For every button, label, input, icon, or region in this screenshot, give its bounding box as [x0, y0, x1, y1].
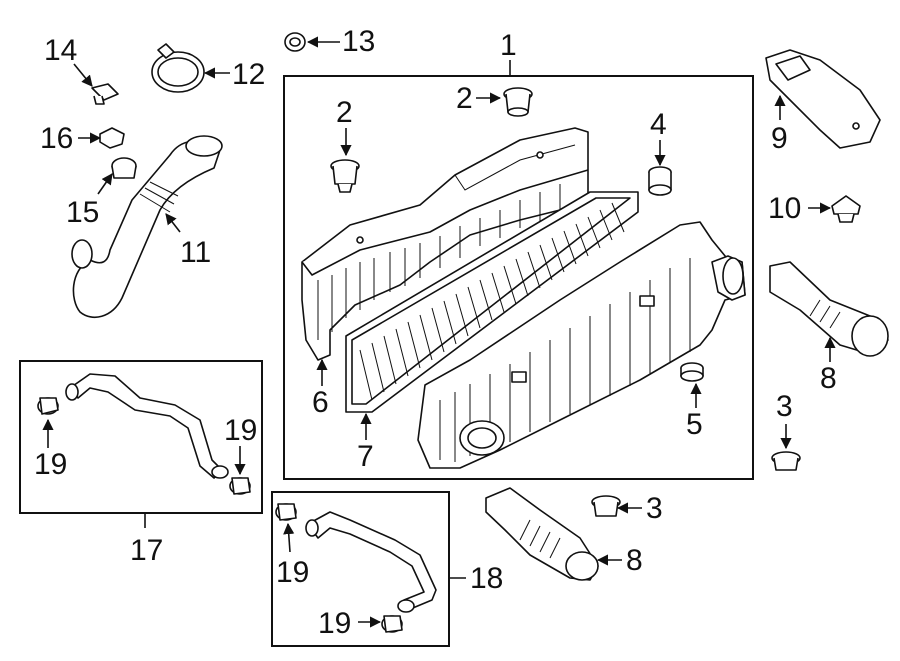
fastener-14[interactable] — [91, 83, 119, 105]
fitting-15[interactable] — [111, 157, 137, 179]
clip-16[interactable] — [99, 127, 125, 149]
callout-7: 7 — [357, 440, 374, 473]
callout-4: 4 — [650, 108, 667, 141]
callout-18: 18 — [470, 562, 503, 595]
clamp-19-b[interactable] — [229, 477, 251, 495]
callout-2-left: 2 — [336, 96, 353, 129]
hose-kit-18-frame — [271, 491, 450, 647]
fastener-3-bottom[interactable] — [591, 495, 621, 517]
callout-19-a: 19 — [34, 448, 67, 481]
air-filter-element[interactable] — [345, 191, 639, 413]
callout-10: 10 — [768, 192, 801, 225]
air-duct-11[interactable] — [71, 135, 223, 319]
callout-3-bottom: 3 — [646, 492, 663, 525]
callout-19-b: 19 — [224, 414, 257, 447]
callout-11: 11 — [180, 236, 211, 269]
callout-19-c: 19 — [276, 556, 309, 589]
grommet-5[interactable] — [680, 362, 704, 382]
callout-12: 12 — [232, 58, 265, 91]
hose-18[interactable] — [305, 511, 437, 613]
clamp-19-a[interactable] — [37, 397, 59, 415]
leader-arrows — [42, 36, 836, 628]
callout-1: 1 — [500, 29, 517, 62]
push-pin-10[interactable] — [831, 195, 861, 223]
callout-19-d: 19 — [318, 607, 351, 640]
intake-tube-8-bottom[interactable] — [485, 487, 599, 581]
air-duct-9[interactable] — [765, 49, 881, 149]
callout-8-bottom: 8 — [626, 544, 643, 577]
clamp-19-d[interactable] — [381, 615, 403, 633]
hose-kit-17-frame — [19, 360, 263, 514]
fastener-2-top[interactable] — [503, 87, 533, 117]
grommet-4[interactable] — [648, 166, 672, 196]
air-cleaner-assembly-frame — [283, 75, 754, 480]
callout-2-top: 2 — [456, 82, 473, 115]
hose-17[interactable] — [65, 373, 229, 479]
callout-16: 16 — [40, 122, 73, 155]
clamp-19-c[interactable] — [275, 503, 297, 521]
callout-3-right: 3 — [776, 390, 793, 423]
callout-14: 14 — [44, 34, 77, 67]
fastener-2-left[interactable] — [330, 159, 360, 193]
callout-13: 13 — [342, 25, 375, 58]
o-ring-13[interactable] — [284, 32, 306, 52]
callout-9: 9 — [771, 122, 788, 155]
callout-6: 6 — [312, 386, 329, 419]
fastener-3-right[interactable] — [771, 451, 801, 471]
callout-5: 5 — [686, 408, 703, 441]
callout-8-right: 8 — [820, 362, 837, 395]
clamp-12[interactable] — [151, 43, 205, 93]
intake-tube-8-right[interactable] — [769, 261, 889, 357]
callout-15: 15 — [66, 196, 99, 229]
callout-17: 17 — [130, 534, 163, 567]
air-cleaner-lower-housing[interactable] — [417, 221, 746, 469]
